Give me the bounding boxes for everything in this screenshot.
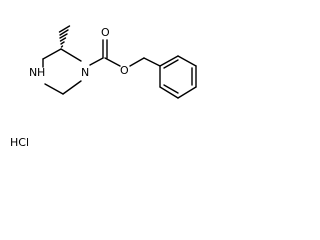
chemical-structure: N H N O O HCl: [10, 25, 197, 149]
atom-o-ester-label: O: [120, 64, 129, 77]
phenyl-ring: [159, 55, 197, 99]
bond-n1-c6: [62, 80, 82, 95]
bond-c3-c2: [42, 48, 62, 60]
atom-n1-label: N: [81, 66, 89, 79]
bond-ccarbonyl-o-ester: [104, 57, 121, 67]
methyl-hashed-wedge: [58, 25, 71, 48]
bond-n1-ccarbonyl: [89, 57, 104, 66]
bond-c6-c5: [44, 83, 64, 95]
bond-o-ester-ch2: [129, 57, 145, 67]
bond-c2-n1: [60, 48, 82, 62]
salt-label: HCl: [10, 136, 29, 149]
atom-n4-label: N: [29, 66, 37, 79]
atom-o-carbonyl-label: O: [101, 26, 110, 39]
atom-h-on-n4-label: H: [37, 66, 45, 79]
bond-ch2-phenyl: [143, 57, 161, 67]
